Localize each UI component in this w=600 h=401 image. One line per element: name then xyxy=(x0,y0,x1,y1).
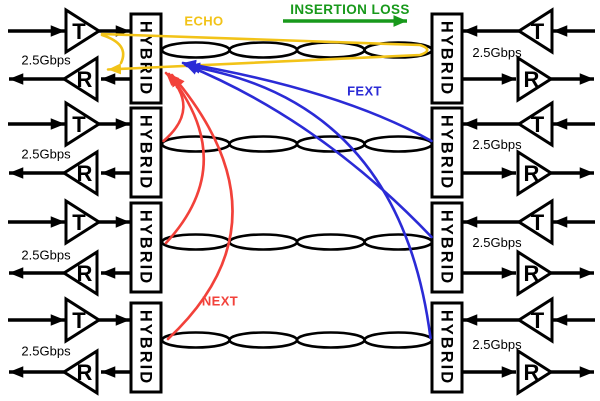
receiver-triangle xyxy=(61,249,99,297)
fext-label: FEXT xyxy=(347,84,382,99)
transmitter-label: T xyxy=(531,308,545,333)
right-channel-1: T R 2.5Gbps HYBRID xyxy=(430,7,595,105)
hybrid-label: HYBRID xyxy=(137,210,155,285)
data-rate-label: 2.5Gbps xyxy=(472,337,522,352)
cable-twist xyxy=(228,233,299,251)
hybrid-label: HYBRID xyxy=(438,310,456,385)
right-channel-4: T R 2.5Gbps HYBRID xyxy=(430,296,595,396)
receiver-triangle xyxy=(516,249,554,297)
echo-local-path xyxy=(100,33,125,65)
receiver-label: R xyxy=(524,360,540,385)
receiver-triangle xyxy=(516,149,554,197)
left-channel-2: T R 2.5Gbps HYBRID xyxy=(8,100,163,199)
cable-pair-3 xyxy=(160,233,434,251)
hybrid-box xyxy=(430,12,464,105)
transmitter-label: T xyxy=(531,112,545,137)
data-rate-label: 2.5Gbps xyxy=(21,147,71,162)
receiver-triangle xyxy=(61,55,99,103)
transmitter-triangle xyxy=(516,198,554,246)
transmitter-label: T xyxy=(531,19,545,44)
hybrid-box xyxy=(129,201,163,294)
hybrid-label: HYBRID xyxy=(438,210,456,285)
cable-twist xyxy=(363,135,434,153)
data-rate-label: 2.5Gbps xyxy=(472,137,522,152)
receiver-label: R xyxy=(524,161,540,186)
transmitter-triangle xyxy=(64,198,102,246)
receiver-label: R xyxy=(524,67,540,92)
cable-twist xyxy=(295,233,366,251)
hybrid-box xyxy=(129,12,163,105)
receiver-label: R xyxy=(524,261,540,286)
receiver-label: R xyxy=(77,161,93,186)
receiver-triangle xyxy=(61,348,99,396)
next-paths xyxy=(162,71,234,341)
data-rate-label: 2.5Gbps xyxy=(21,248,71,263)
hybrid-label: HYBRID xyxy=(137,115,155,190)
cable-twist xyxy=(228,41,299,59)
fext-path-from-pair2 xyxy=(181,59,433,143)
cable-twist xyxy=(228,331,299,349)
transmitter-label: T xyxy=(72,112,86,137)
left-channel-3: T R 2.5Gbps HYBRID xyxy=(8,198,163,297)
transmitter-label: T xyxy=(72,210,86,235)
cable-twist xyxy=(160,41,231,59)
fext-paths xyxy=(181,59,433,340)
cable-pair-4 xyxy=(160,331,434,349)
cable-twist xyxy=(295,331,366,349)
receiver-triangle xyxy=(61,149,99,197)
transmitter-triangle xyxy=(516,100,554,148)
echo-paths xyxy=(100,32,429,75)
transmitter-triangle xyxy=(516,296,554,344)
transmitter-triangle xyxy=(64,7,102,55)
transmitter-triangle xyxy=(64,100,102,148)
receiver-label: R xyxy=(77,261,93,286)
receiver-label: R xyxy=(77,360,93,385)
data-rate-label: 2.5Gbps xyxy=(472,45,522,60)
data-rate-label: 2.5Gbps xyxy=(472,235,522,250)
transmitter-triangle xyxy=(516,7,554,55)
hybrid-label: HYBRID xyxy=(438,115,456,190)
receiver-label: R xyxy=(77,67,93,92)
cable-twist xyxy=(295,41,366,59)
hybrid-box xyxy=(129,106,163,199)
transmitter-triangle xyxy=(64,296,102,344)
hybrid-label: HYBRID xyxy=(137,21,155,96)
next-label: NEXT xyxy=(202,294,238,309)
cable-twist xyxy=(228,135,299,153)
cable-twist xyxy=(363,331,434,349)
insertion-loss-label: INSERTION LOSS xyxy=(290,2,410,17)
left-channel-1: T R 2.5Gbps HYBRID xyxy=(8,7,163,105)
hybrid-box xyxy=(129,301,163,394)
data-rate-label: 2.5Gbps xyxy=(21,53,71,68)
transmitter-label: T xyxy=(72,308,86,333)
hybrid-box xyxy=(430,201,464,294)
hybrid-box xyxy=(430,301,464,394)
receiver-triangle xyxy=(516,55,554,103)
receiver-triangle xyxy=(516,348,554,396)
hybrid-label: HYBRID xyxy=(137,310,155,385)
fext-path-from-pair4 xyxy=(185,62,432,340)
echo-roundtrip-path xyxy=(100,32,429,75)
data-rate-label: 2.5Gbps xyxy=(21,344,71,359)
fext-path-from-pair3 xyxy=(183,63,433,239)
right-channel-2: T R 2.5Gbps HYBRID xyxy=(430,100,595,199)
next-path-from-pair3 xyxy=(164,72,205,245)
transmitter-label: T xyxy=(72,19,86,44)
hybrid-label: HYBRID xyxy=(438,21,456,96)
cable-twist xyxy=(363,233,434,251)
echo-label: ECHO xyxy=(184,14,223,29)
next-path-from-pair4 xyxy=(166,73,234,341)
transmitter-label: T xyxy=(531,210,545,235)
right-channel-3: T R 2.5Gbps HYBRID xyxy=(430,198,595,297)
left-channel-4: T R 2.5Gbps HYBRID xyxy=(8,296,163,396)
hybrid-box xyxy=(430,106,464,199)
